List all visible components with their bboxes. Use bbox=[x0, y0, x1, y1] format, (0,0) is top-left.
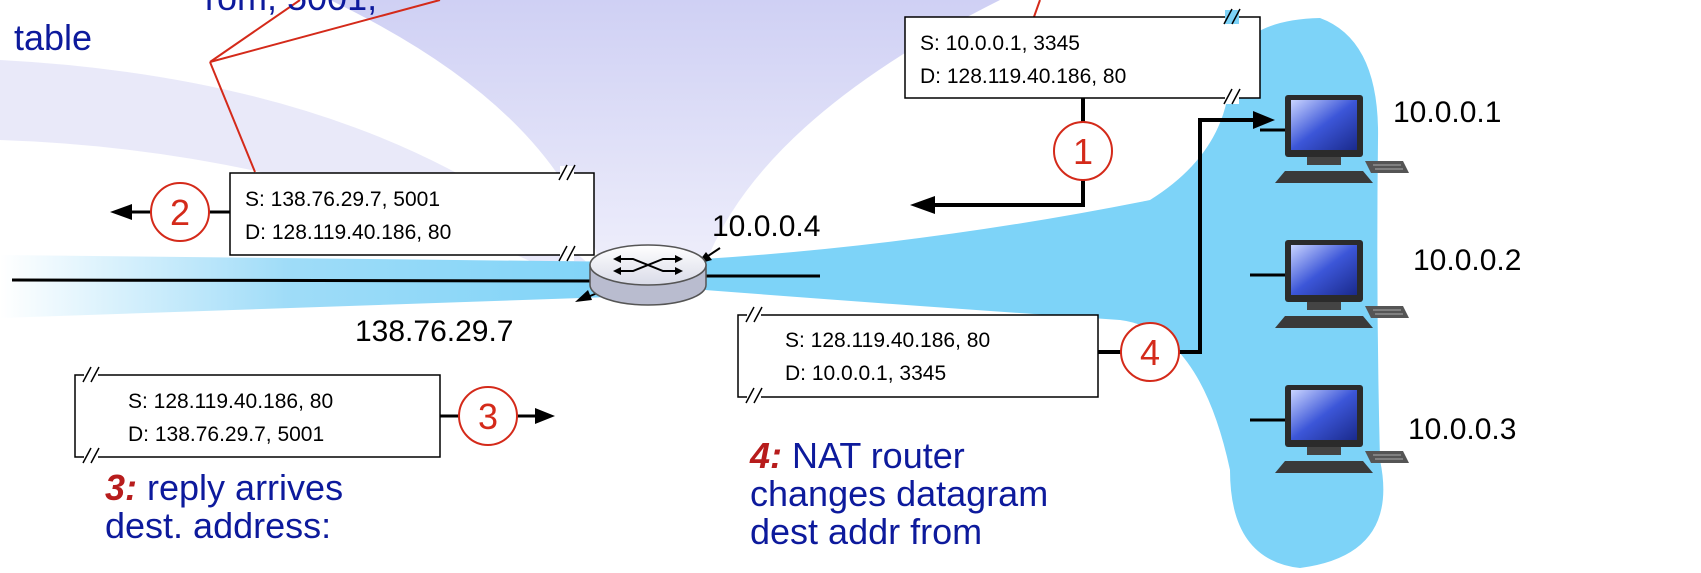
callout-line bbox=[209, 0, 441, 63]
caption-step-4-line3: dest addr from bbox=[750, 511, 983, 552]
caption-step-3-line2: dest. address: bbox=[105, 505, 332, 546]
callout-line bbox=[209, 0, 301, 63]
callout-line bbox=[209, 61, 256, 173]
packet-box-2 bbox=[229, 164, 595, 262]
packet-3-dst: D: 138.76.29.7, 5001 bbox=[128, 423, 325, 446]
host-ip-2: 10.0.0.2 bbox=[1413, 244, 1522, 277]
packet-3-src: S: 128.119.40.186, 80 bbox=[128, 390, 334, 413]
caption-step-3-number: 3: bbox=[105, 467, 138, 508]
host-computer-icon bbox=[1250, 385, 1409, 473]
router-lan-ip: 10.0.0.4 bbox=[712, 210, 821, 243]
caption-step-4-line2: changes datagram bbox=[750, 473, 1049, 514]
svg-text:3: 3 bbox=[478, 396, 498, 437]
caption-step-4-line1: NAT router bbox=[782, 435, 965, 476]
highlight-funnel bbox=[330, 0, 1000, 265]
step-circle-4: 4 bbox=[1120, 322, 1180, 382]
router-wan-ip: 138.76.29.7 bbox=[355, 315, 514, 348]
caption-step-4-number: 4: bbox=[750, 435, 783, 476]
host-computer-icon bbox=[1250, 240, 1409, 328]
top-caption-table: table bbox=[14, 17, 93, 58]
host-ip-3: 10.0.0.3 bbox=[1408, 413, 1517, 446]
packet-2-dst: D: 128.119.40.186, 80 bbox=[245, 221, 452, 244]
caption-step-3-line1: reply arrives bbox=[137, 467, 344, 508]
wan-band bbox=[0, 255, 640, 318]
lan-network-blob bbox=[650, 18, 1384, 568]
packet-box-3 bbox=[74, 366, 441, 464]
packet-4-dst: D: 10.0.0.1, 3345 bbox=[785, 362, 947, 385]
svg-text:2: 2 bbox=[170, 192, 190, 233]
packet-1-dst: D: 128.119.40.186, 80 bbox=[920, 65, 1127, 88]
arrowhead bbox=[1253, 111, 1275, 129]
step-circle-3: 3 bbox=[458, 386, 518, 446]
host-ip-1: 10.0.0.1 bbox=[1393, 96, 1502, 129]
packet-1-src: S: 10.0.0.1, 3345 bbox=[920, 32, 1080, 55]
packet-2-src: S: 138.76.29.7, 5001 bbox=[245, 188, 440, 211]
step-circle-1: 1 bbox=[1053, 121, 1113, 181]
wan-link bbox=[11, 278, 601, 283]
svg-text:4: 4 bbox=[1140, 332, 1160, 373]
caption-step-3: 3: reply arrives bbox=[105, 468, 343, 508]
arrowhead bbox=[575, 290, 592, 302]
host-computer-icon bbox=[1260, 95, 1409, 183]
arrowhead bbox=[910, 196, 935, 214]
step-circle-2: 2 bbox=[150, 182, 210, 242]
packet-4-src: S: 128.119.40.186, 80 bbox=[785, 329, 991, 352]
svg-text:1: 1 bbox=[1073, 131, 1093, 172]
nat-router-icon bbox=[589, 244, 707, 306]
packet-box-4 bbox=[737, 306, 1099, 404]
top-caption-fragment: rom, 5001, bbox=[205, 0, 377, 18]
caption-step-4: 4: NAT router bbox=[750, 436, 965, 476]
